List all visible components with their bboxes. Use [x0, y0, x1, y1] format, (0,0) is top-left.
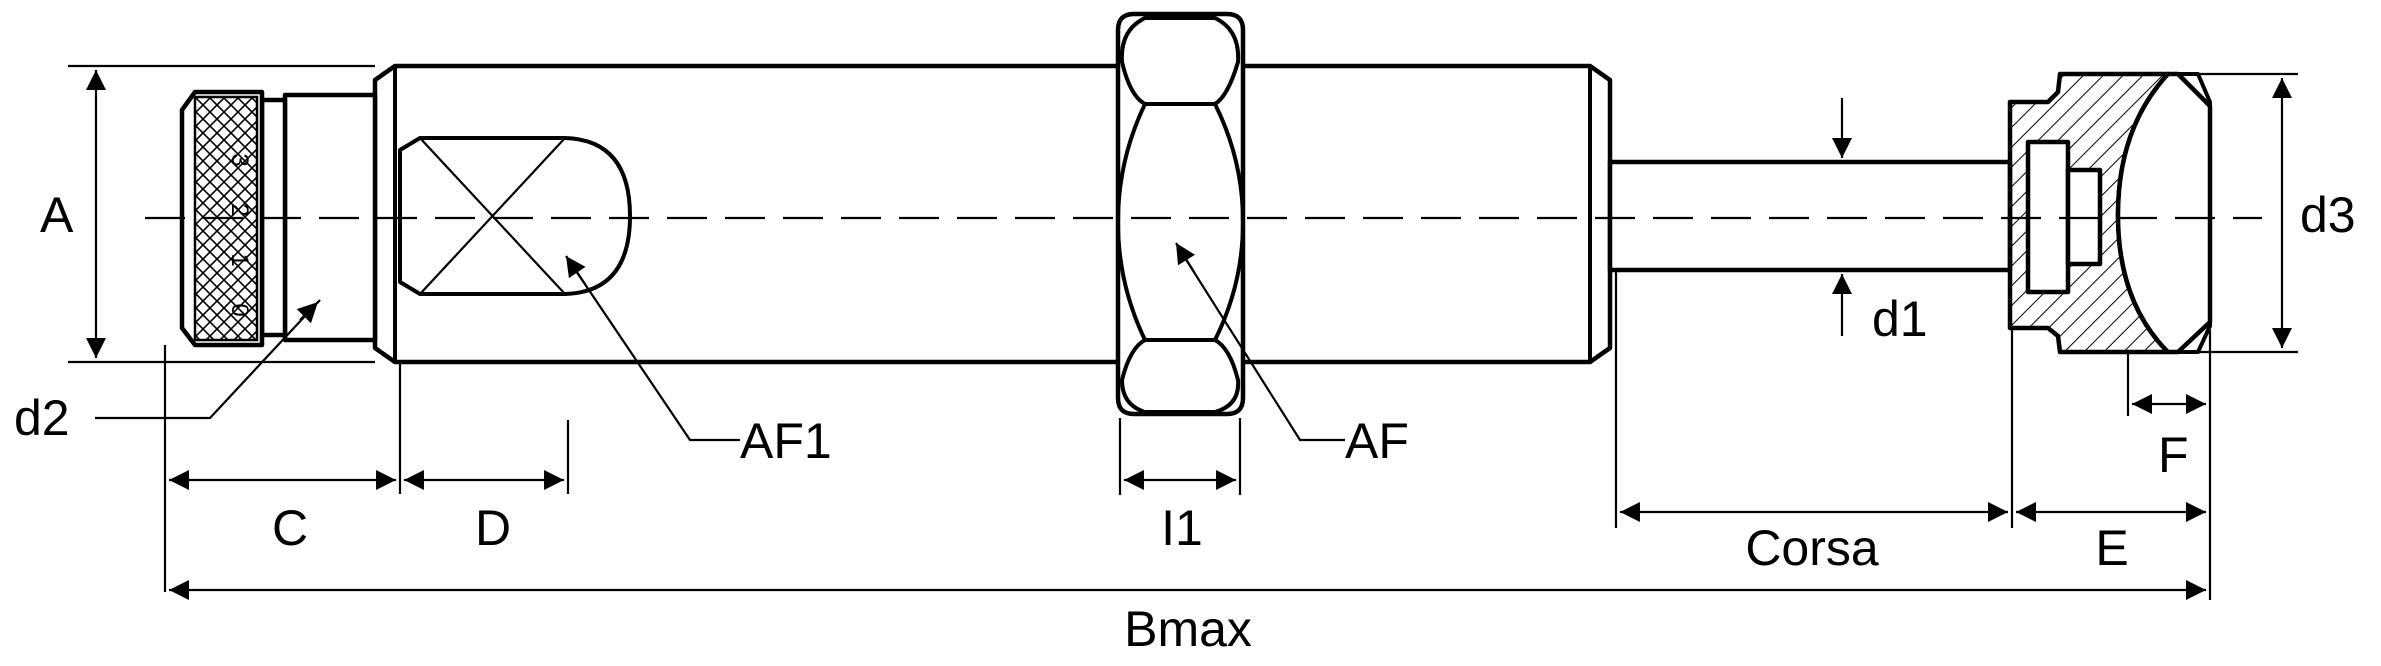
label-corsa: Corsa — [1745, 520, 1879, 576]
threaded-body — [372, 63, 1613, 365]
label-d3: d3 — [2300, 187, 2356, 243]
label-d: D — [475, 500, 511, 556]
scale-mark-3: 3 — [226, 153, 253, 166]
lock-nut — [1115, 11, 1246, 417]
label-f: F — [2158, 427, 2189, 483]
adjustment-scale: 3 2 1 0 — [226, 153, 253, 316]
dimension-corsa-e — [1614, 272, 2212, 600]
dimension-d3 — [2178, 72, 2298, 354]
label-d2: d2 — [14, 390, 70, 446]
label-d1: d1 — [1872, 291, 1928, 347]
dimension-d2 — [95, 299, 321, 420]
label-e: E — [2095, 520, 2128, 576]
label-af: AF — [1345, 413, 1409, 469]
label-c: C — [272, 500, 308, 556]
leader-af — [1175, 242, 1345, 442]
dimension-l1 — [1118, 418, 1242, 495]
dimension-c-d — [163, 345, 570, 592]
leader-af1 — [565, 255, 740, 442]
dimension-a — [68, 64, 375, 364]
label-a: A — [40, 187, 74, 243]
scale-mark-2: 2 — [226, 203, 253, 216]
label-af1: AF1 — [740, 413, 832, 469]
piston-rod — [1607, 159, 2013, 273]
dimension-f — [2126, 330, 2212, 416]
wrench-flats — [398, 136, 632, 296]
end-cap — [2007, 71, 2213, 355]
label-bmax: Bmax — [1124, 601, 1252, 657]
scale-mark-0: 0 — [226, 303, 253, 316]
label-l1: I1 — [1161, 500, 1203, 556]
scale-mark-1: 1 — [226, 253, 253, 266]
